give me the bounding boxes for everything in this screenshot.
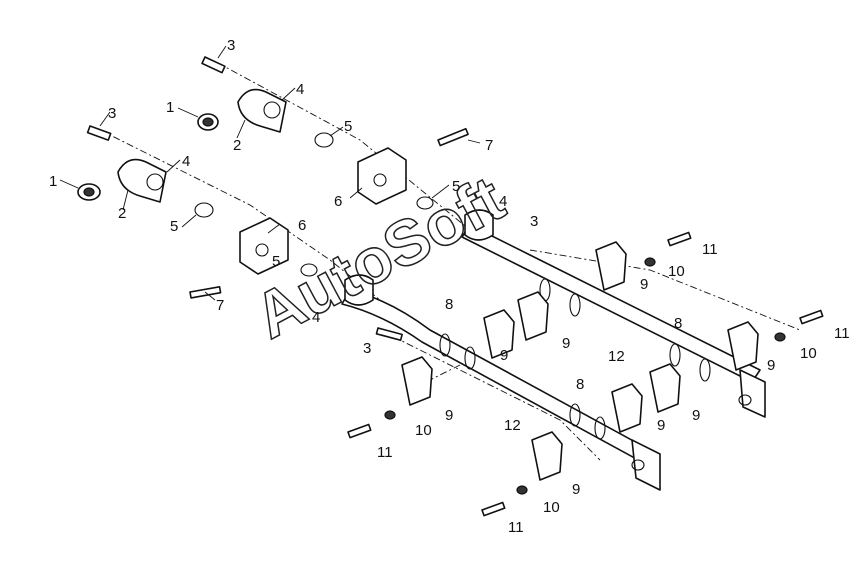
callout-5: 5	[344, 118, 352, 135]
callout-1: 1	[49, 173, 57, 190]
callout-9: 9	[767, 357, 775, 374]
callout-5: 5	[452, 178, 460, 195]
callout-9: 9	[562, 335, 570, 352]
callout-8: 8	[674, 315, 682, 332]
callout-6: 6	[334, 193, 342, 210]
callout-12: 12	[504, 417, 521, 434]
callout-1: 1	[166, 99, 174, 116]
callout-5: 5	[272, 253, 280, 270]
callout-9: 9	[445, 407, 453, 424]
callout-7: 7	[216, 297, 224, 314]
callout-4: 4	[312, 309, 320, 326]
leader-lines	[59, 45, 481, 301]
callout-11: 11	[702, 241, 718, 258]
callout-9: 9	[640, 276, 648, 293]
callout-2: 2	[233, 137, 241, 154]
callout-10: 10	[415, 422, 432, 439]
callout-11: 11	[377, 444, 393, 461]
callout-11: 11	[834, 325, 850, 342]
callout-4: 4	[296, 81, 304, 98]
callout-9: 9	[692, 407, 700, 424]
callout-6: 6	[298, 217, 306, 234]
callout-4: 4	[499, 193, 507, 210]
callout-8: 8	[445, 296, 453, 313]
callout-10: 10	[668, 263, 685, 280]
callout-10: 10	[543, 499, 560, 516]
callout-2: 2	[118, 205, 126, 222]
upper-fitting-assembly	[197, 56, 469, 210]
callout-12: 12	[608, 348, 625, 365]
tube-lower	[341, 274, 661, 491]
callout-9: 9	[572, 481, 580, 498]
tube-upper	[461, 209, 766, 418]
callout-10: 10	[800, 345, 817, 362]
callout-4: 4	[182, 153, 190, 170]
callout-8: 8	[576, 376, 584, 393]
clamps	[401, 241, 759, 481]
callout-9: 9	[657, 417, 665, 434]
callout-7: 7	[485, 137, 493, 154]
callout-3: 3	[108, 105, 116, 122]
callout-11: 11	[508, 519, 524, 536]
callout-3: 3	[363, 340, 371, 357]
callout-3: 3	[227, 37, 235, 54]
callout-3: 3	[530, 213, 538, 230]
fasteners	[347, 231, 824, 517]
callout-9: 9	[500, 347, 508, 364]
callout-labels: 3 1 2 3 4 5 1 2 4 7 6 5 4 5 6 3 11 10 5 …	[49, 37, 850, 536]
callout-5: 5	[170, 218, 178, 235]
